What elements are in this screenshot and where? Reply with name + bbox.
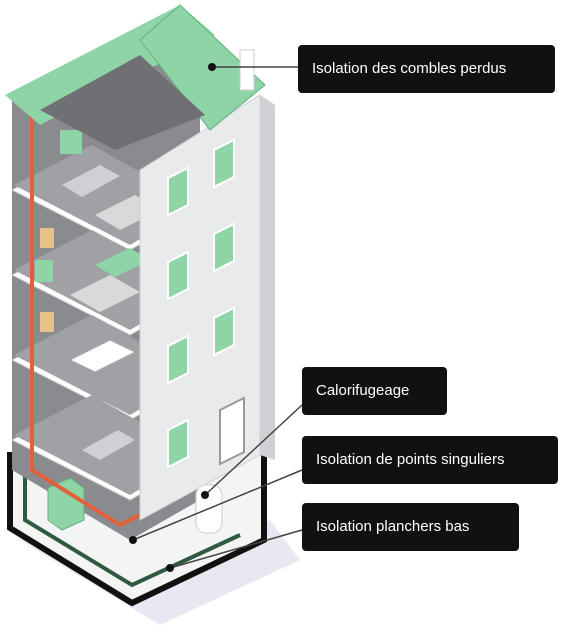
leader-dot-calorif — [201, 491, 209, 499]
chair-1 — [35, 260, 53, 282]
floor-insulation-black — [7, 452, 267, 607]
sofa-2 — [82, 430, 135, 460]
bed-1 — [95, 248, 150, 277]
leader-dot-points — [129, 536, 137, 544]
rug-2 — [70, 275, 140, 312]
roof-right — [139, 4, 266, 131]
cabinet-1 — [60, 130, 82, 154]
leader-dot-combles — [208, 63, 216, 71]
callout-points-singuliers: Isolation de points singuliers — [302, 436, 558, 484]
radiator-2 — [40, 312, 54, 332]
attic-interior — [40, 55, 205, 150]
leader-calorif — [204, 404, 303, 496]
leader-planch — [169, 529, 303, 569]
callout-combles-perdus: Isolation des combles perdus — [298, 45, 555, 93]
boiler — [47, 477, 85, 531]
front-door — [219, 396, 245, 466]
windows — [167, 138, 235, 469]
floor-insulation-green — [23, 460, 241, 588]
leader-dot-planch — [166, 564, 174, 572]
callout-planchers-bas: Isolation planchers bas — [302, 503, 519, 551]
radiator-1 — [40, 228, 54, 248]
side-wall — [260, 95, 275, 460]
front-facade — [139, 94, 261, 521]
chimney — [239, 49, 255, 91]
bathtub — [68, 339, 137, 373]
callout-calorifugeage: Calorifugeage — [302, 367, 447, 415]
leader-points — [132, 469, 303, 541]
sofa-1 — [62, 165, 120, 197]
